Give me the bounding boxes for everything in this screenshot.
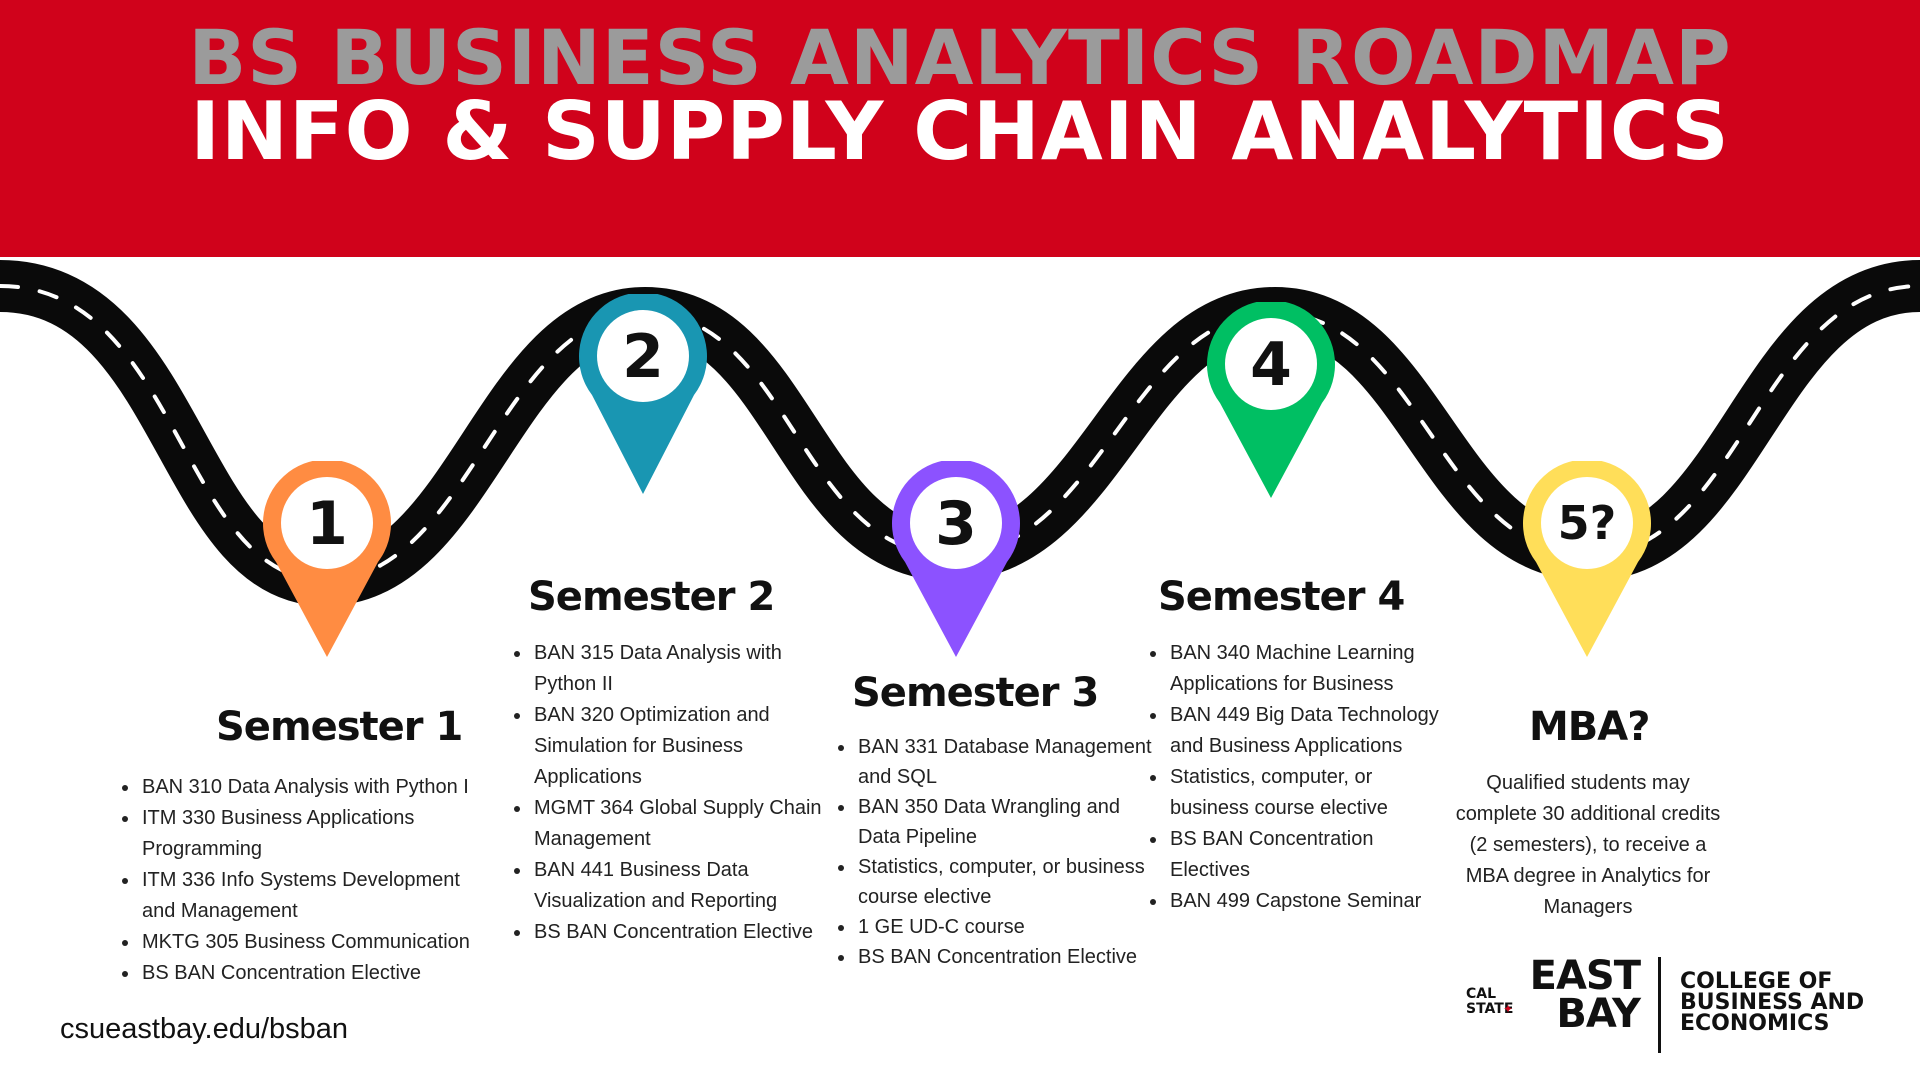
course-item: MKTG 305 Business Communication (140, 927, 496, 958)
semester-4-course-list: BAN 340 Machine Learning Applications fo… (1144, 638, 1446, 917)
logo-star-icon: ✦ (1503, 1002, 1514, 1016)
course-item: ITM 336 Info Systems Development and Man… (140, 865, 496, 927)
course-item: BS BAN Concentration Electives (1168, 824, 1446, 886)
course-item: BAN 320 Optimization and Simulation for … (532, 700, 837, 793)
course-item: BS BAN Concentration Elective (856, 942, 1156, 972)
map-pin-1-icon: 1 (262, 459, 392, 657)
course-item: ITM 330 Business Applications Programmin… (140, 803, 496, 865)
map-pin-4-icon: 4 (1206, 300, 1336, 498)
pin-label: 2 (622, 322, 664, 392)
logo-cal-state: CAL STATE (1466, 986, 1514, 1017)
course-item: BAN 441 Business Data Visualization and … (532, 855, 837, 917)
page-subtitle: INFO & SUPPLY CHAIN ANALYTICS (190, 85, 1730, 178)
pin-label: 4 (1250, 330, 1292, 400)
course-item: BAN 310 Data Analysis with Python I (140, 772, 496, 803)
semester-1-course-list: BAN 310 Data Analysis with Python I ITM … (116, 772, 496, 989)
course-item: Statistics, computer, or business course… (856, 852, 1156, 912)
logo-college-name: COLLEGE OF BUSINESS AND ECONOMICS (1680, 969, 1865, 1036)
mba-description: Qualified students may complete 30 addit… (1455, 772, 1721, 918)
course-item: Statistics, computer, or business course… (1168, 762, 1446, 824)
mba-heading: MBA? (1529, 704, 1650, 750)
page-title: BS BUSINESS ANALYTICS ROADMAP (188, 13, 1732, 102)
course-item: BAN 449 Big Data Technology and Business… (1168, 700, 1446, 762)
semester-4-heading: Semester 4 (1158, 574, 1405, 620)
semester-3-course-list: BAN 331 Database Management and SQL BAN … (832, 732, 1156, 972)
course-item: MGMT 364 Global Supply Chain Management (532, 793, 837, 855)
map-pin-5-icon: 5? (1522, 459, 1652, 657)
semester-1-heading: Semester 1 (216, 704, 463, 750)
course-item: BS BAN Concentration Elective (532, 917, 837, 948)
semester-3-heading: Semester 3 (852, 670, 1099, 716)
course-item: BAN 331 Database Management and SQL (856, 732, 1156, 792)
header-banner (0, 0, 1920, 257)
logo-divider (1658, 957, 1661, 1053)
map-pin-3-icon: 3 (891, 459, 1021, 657)
course-item: 1 GE UD-C course (856, 912, 1156, 942)
map-pin-2-icon: 2 (578, 292, 708, 494)
pin-label: 3 (935, 489, 977, 559)
semester-2-course-list: BAN 315 Data Analysis with Python II BAN… (508, 638, 837, 948)
website-url: csueastbay.edu/bsban (60, 1013, 349, 1045)
pin-label: 5? (1557, 496, 1617, 550)
course-item: BAN 499 Capstone Seminar (1168, 886, 1446, 917)
csu-east-bay-logo: CAL STATE ✦ EAST BAY COLLEGE OF BUSINESS… (1466, 953, 1906, 1053)
semester-2-heading: Semester 2 (528, 574, 775, 620)
logo-east-bay: EAST BAY (1529, 953, 1641, 1037)
course-item: BS BAN Concentration Elective (140, 958, 496, 989)
pin-label: 1 (306, 489, 348, 559)
course-item: BAN 315 Data Analysis with Python II (532, 638, 837, 700)
course-item: BAN 350 Data Wrangling and Data Pipeline (856, 792, 1156, 852)
course-item: BAN 340 Machine Learning Applications fo… (1168, 638, 1446, 700)
